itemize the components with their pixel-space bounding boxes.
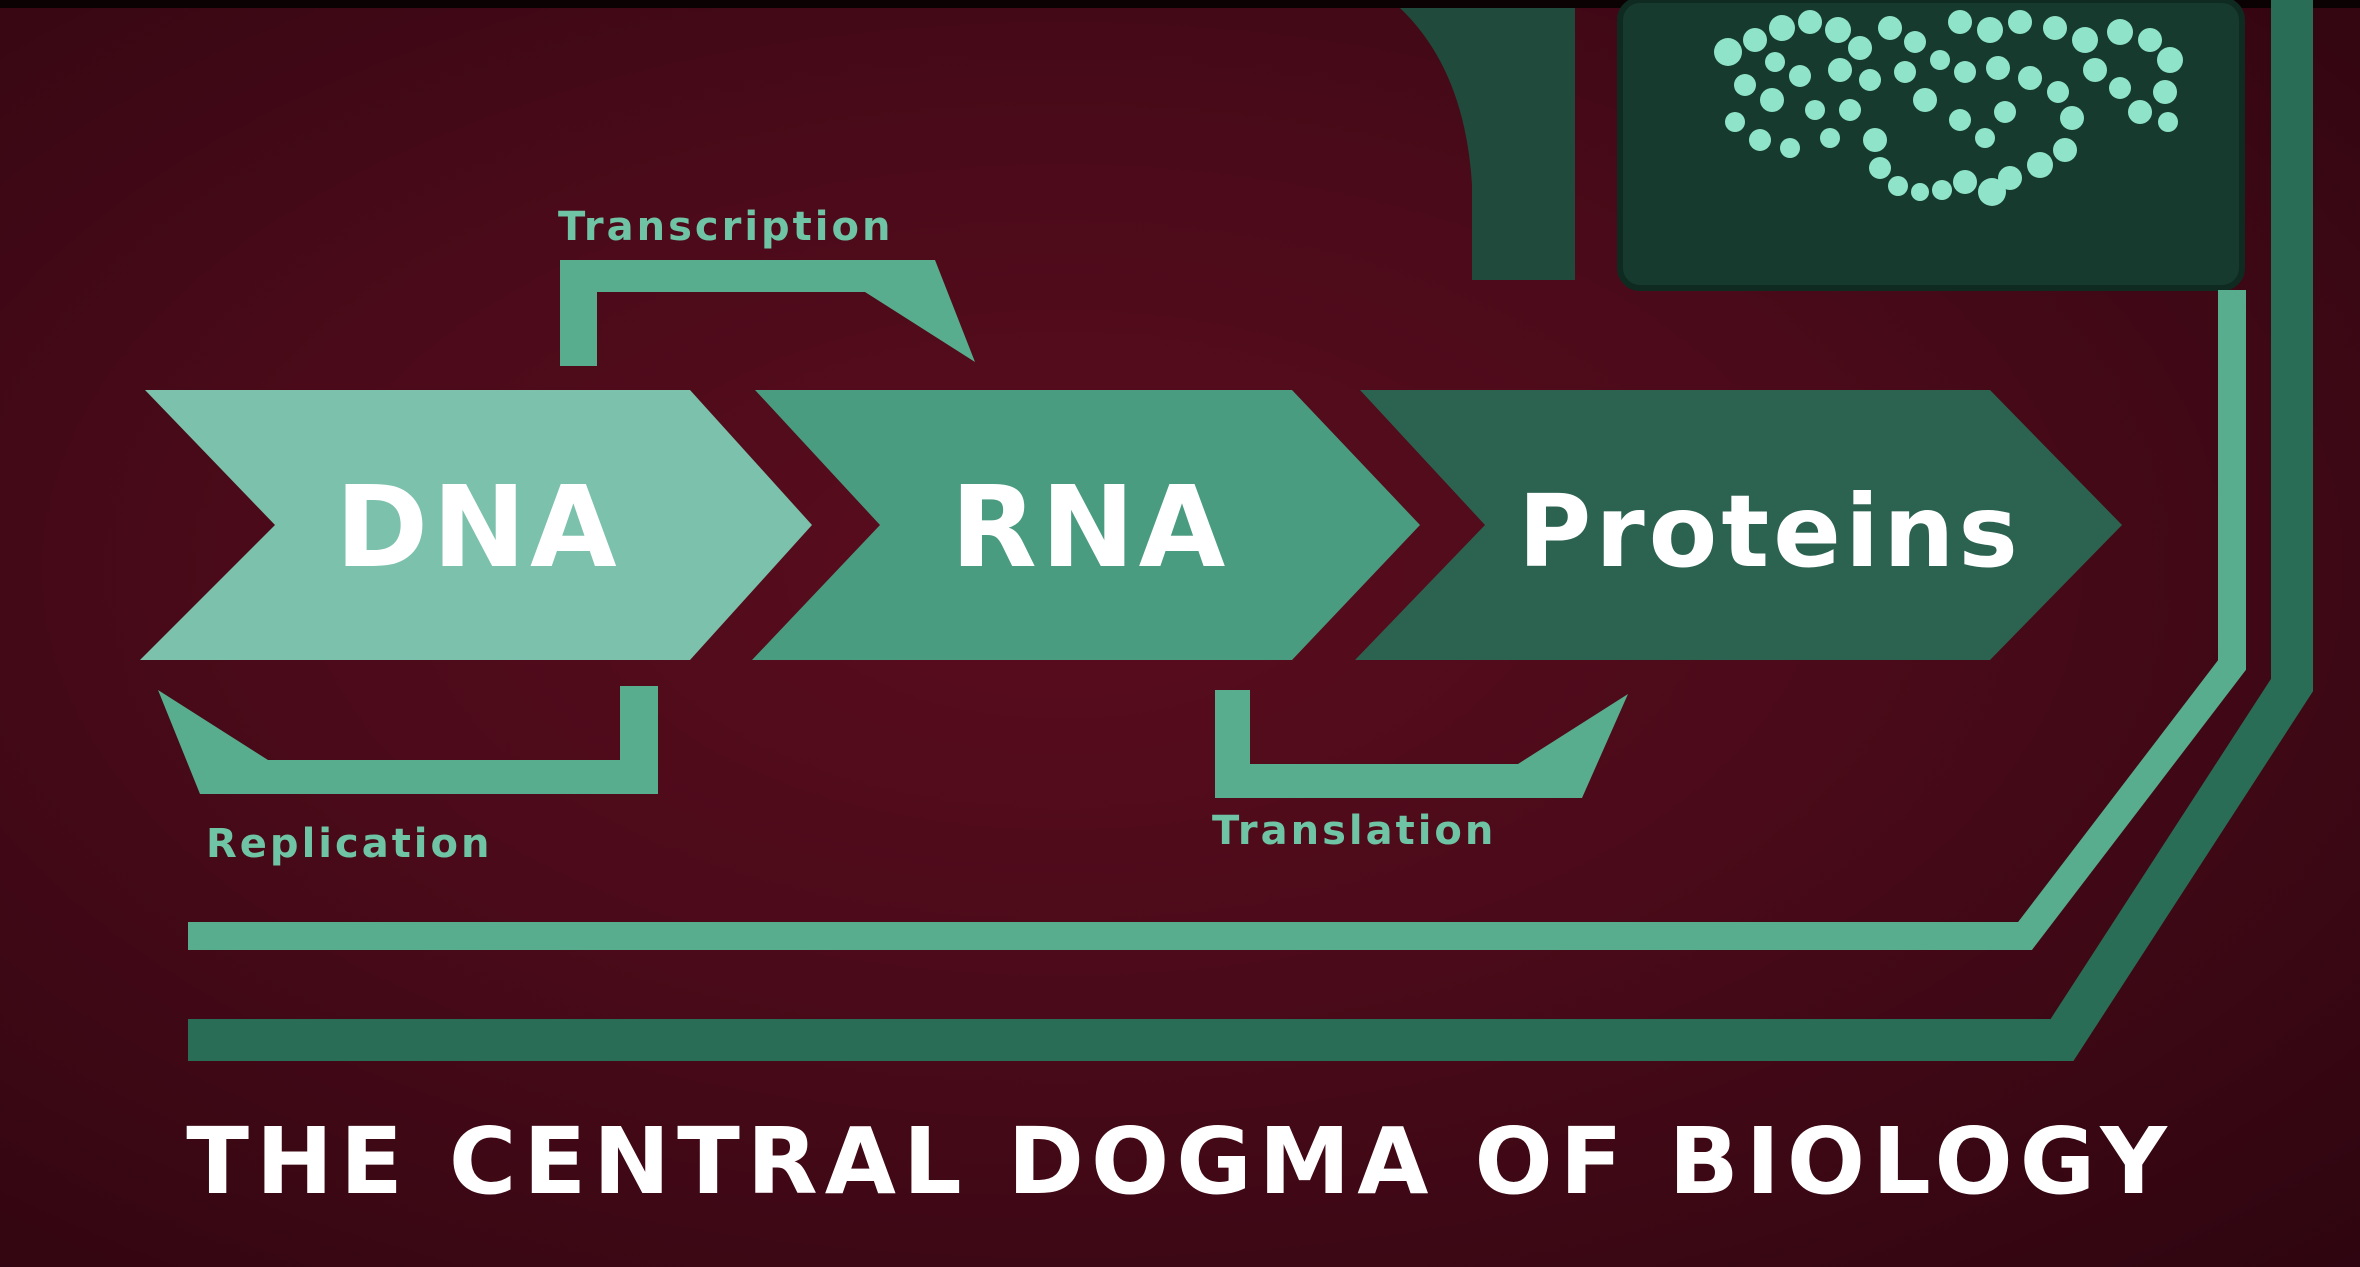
panel-connector	[1330, 8, 1575, 280]
replication-label: Replication	[206, 821, 492, 867]
proteins-chevron	[1355, 390, 2122, 660]
rna-label: RNA	[951, 463, 1230, 593]
protein-dot	[1948, 10, 1972, 34]
protein-dot	[1932, 180, 1952, 200]
protein-dot	[2109, 77, 2131, 99]
protein-dot	[2043, 16, 2067, 40]
protein-dot	[1998, 166, 2022, 190]
protein-dot	[1769, 15, 1795, 41]
protein-dot	[1825, 17, 1851, 43]
protein-dot	[2047, 81, 2069, 103]
slide-title: THE CENTRAL DOGMA OF BIOLOGY	[186, 1108, 2174, 1215]
protein-dot	[2060, 106, 2084, 130]
protein-dot	[1848, 36, 1872, 60]
dna-label: DNA	[335, 463, 620, 593]
protein-dot	[1765, 52, 1785, 72]
protein-dot	[2157, 47, 2183, 73]
frame-line-inner	[188, 290, 2246, 950]
protein-dot	[1760, 88, 1784, 112]
protein-dot	[1953, 170, 1977, 194]
frame-line-outer	[188, 0, 2313, 1061]
transcription-arrow	[560, 260, 975, 366]
protein-dot	[1725, 112, 1745, 132]
protein-dot	[1869, 157, 1891, 179]
protein-dot	[1743, 28, 1767, 52]
protein-dot	[2107, 19, 2133, 45]
protein-dot	[2138, 28, 2162, 52]
protein-dot	[1820, 128, 1840, 148]
protein-dot	[1913, 88, 1937, 112]
translation-arrow	[1215, 690, 1628, 798]
protein-dot	[2027, 152, 2053, 178]
protein-dot	[1859, 69, 1881, 91]
protein-dot	[1805, 100, 1825, 120]
protein-dot	[1978, 178, 2006, 206]
protein-dot	[1749, 129, 1771, 151]
protein-dot	[1863, 128, 1887, 152]
protein-dot	[1977, 17, 2003, 43]
protein-dot	[2158, 112, 2178, 132]
protein-dot	[1986, 56, 2010, 80]
protein-structure-icon	[1714, 10, 2183, 206]
protein-dot	[1798, 10, 1822, 34]
protein-dot	[2128, 100, 2152, 124]
protein-dot	[1839, 99, 1861, 121]
dna-chevron	[140, 390, 812, 660]
protein-dot	[1911, 183, 1929, 201]
replication-arrow	[158, 686, 658, 794]
protein-dot	[1949, 109, 1971, 131]
protein-dot	[2053, 138, 2077, 162]
protein-dot	[1714, 38, 1742, 66]
protein-dot	[1789, 65, 1811, 87]
protein-dot	[1930, 50, 1950, 70]
rna-chevron	[752, 390, 1420, 660]
protein-dot	[1954, 61, 1976, 83]
protein-dot	[1888, 176, 1908, 196]
protein-dot	[1975, 128, 1995, 148]
protein-dot	[1828, 58, 1852, 82]
top-edge-bar	[0, 0, 2360, 8]
protein-dot	[1734, 74, 1756, 96]
protein-dot	[1994, 101, 2016, 123]
protein-dot	[2008, 10, 2032, 34]
protein-dot	[1894, 61, 1916, 83]
protein-dot	[2083, 58, 2107, 82]
protein-dot	[1780, 138, 1800, 158]
proteins-label: Proteins	[1518, 473, 2022, 590]
protein-dot	[2153, 80, 2177, 104]
transcription-label: Transcription	[558, 204, 893, 250]
protein-dot	[1878, 16, 1902, 40]
protein-dot	[1904, 31, 1926, 53]
protein-dot	[2018, 66, 2042, 90]
protein-dot	[2072, 27, 2098, 53]
translation-label: Translation	[1212, 808, 1496, 854]
